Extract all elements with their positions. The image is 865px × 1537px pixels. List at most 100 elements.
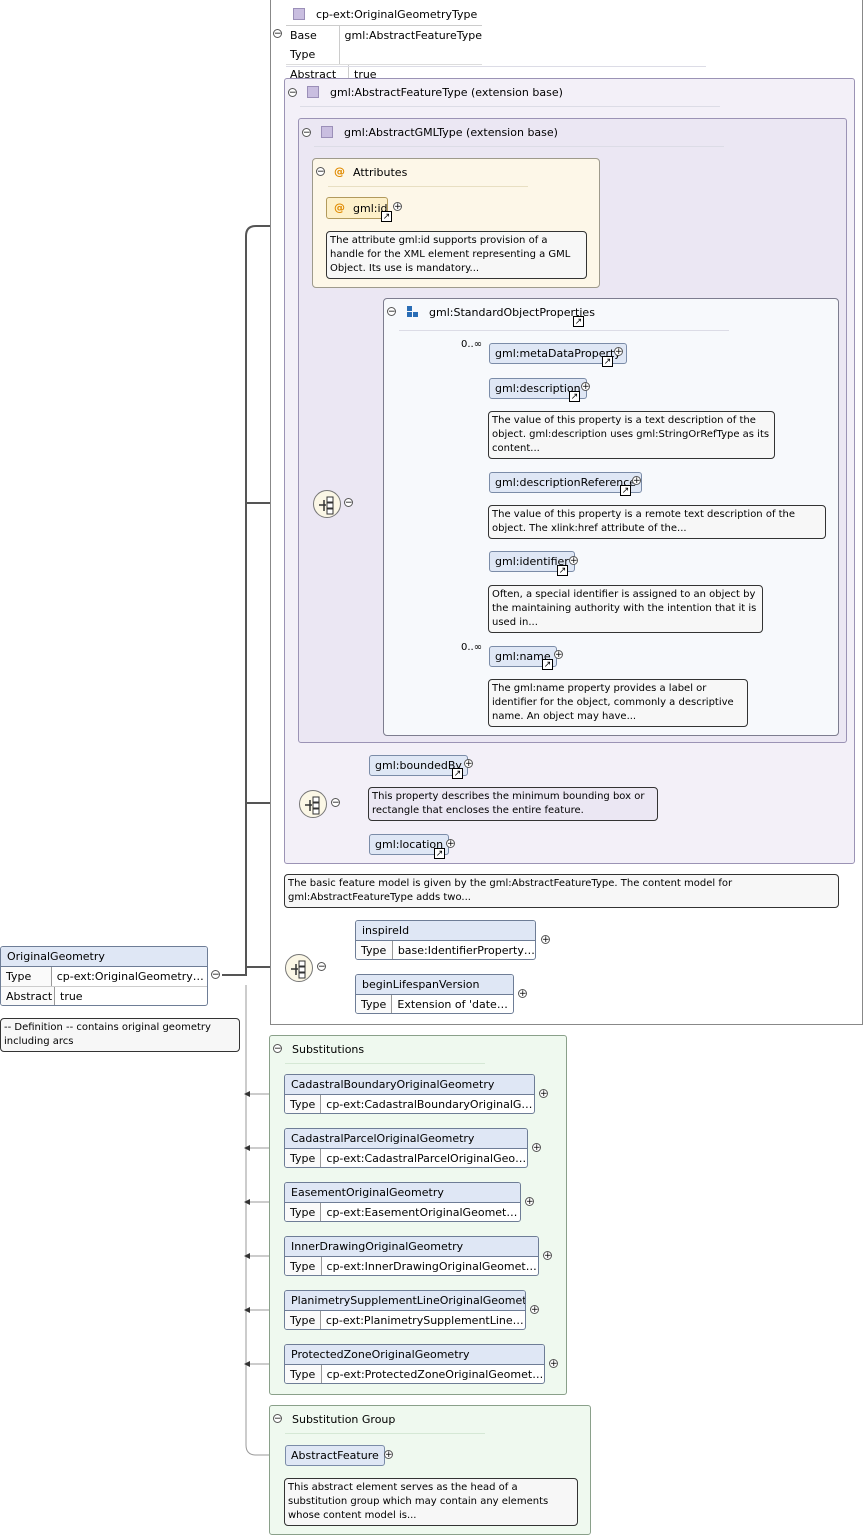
sequence-collapse-button[interactable]: − bbox=[331, 798, 340, 808]
gml-id-label: gml:id bbox=[353, 202, 388, 215]
element-gml-boundedby[interactable]: gml:boundedBy bbox=[369, 755, 468, 776]
gml-id-attribute[interactable]: @ gml:id bbox=[326, 197, 388, 219]
substitution-type-value: cp-ext:CadastralParcelOriginalGeomet ... bbox=[326, 1152, 527, 1165]
boundedby-annotation: This property describes the minimum boun… bbox=[368, 787, 658, 821]
substitution-expand-button[interactable]: + bbox=[549, 1359, 558, 1369]
name-annotation: The gml:name property provides a label o… bbox=[488, 679, 748, 727]
substitution-expand-button[interactable]: + bbox=[543, 1251, 552, 1261]
identifier-jump-icon[interactable]: ↗ bbox=[557, 565, 568, 576]
abstract-feature-type-icon bbox=[307, 86, 319, 98]
element-occurs: 0..∞ bbox=[461, 339, 483, 350]
attributes-title: Attributes bbox=[353, 166, 408, 179]
abstract-gml-type-icon bbox=[321, 126, 333, 138]
complex-type-divider bbox=[286, 66, 706, 67]
gml-id-jump-icon[interactable]: ↗ bbox=[381, 211, 392, 222]
substitution-expand-button[interactable]: + bbox=[539, 1089, 548, 1099]
gml-id-annotation: The attribute gml:id supports provision … bbox=[326, 231, 587, 279]
root-element-collapse-button[interactable]: − bbox=[211, 970, 220, 980]
substitutions-title: Substitutions bbox=[292, 1043, 365, 1056]
substitution-type-value: cp-ext:CadastralBoundaryOriginalGeom ... bbox=[326, 1098, 534, 1111]
element-abstractfeature[interactable]: AbstractFeature bbox=[285, 1445, 385, 1466]
inspireid-name: inspireId bbox=[356, 921, 535, 941]
element-gml-name[interactable]: gml:name bbox=[489, 646, 557, 667]
standard-object-properties-jump-icon[interactable]: ↗ bbox=[573, 316, 584, 327]
substitutions-collapse-button[interactable]: − bbox=[273, 1044, 282, 1054]
beginlifespanversion-name: beginLifespanVersion bbox=[356, 975, 513, 995]
abstractfeature-expand-button[interactable]: + bbox=[384, 1450, 393, 1460]
substitution-expand-button[interactable]: + bbox=[530, 1305, 539, 1315]
root-abstract-key: Abstract bbox=[1, 987, 55, 1005]
complex-type-name: cp-ext:OriginalGeometryType bbox=[316, 8, 478, 21]
substitution-name: ProtectedZoneOriginalGeometry bbox=[285, 1345, 544, 1365]
boundedby-jump-icon[interactable]: ↗ bbox=[452, 768, 463, 779]
substitution-type-key: Type bbox=[285, 1311, 321, 1329]
identifier-annotation: Often, a special identifier is assigned … bbox=[488, 585, 763, 633]
substitution-expand-button[interactable]: + bbox=[532, 1143, 541, 1153]
abstract-gml-type-divider bbox=[314, 146, 724, 147]
element-gml-metadataproperty[interactable]: gml:metaDataProperty bbox=[489, 343, 627, 364]
descriptionreference-expand-button[interactable]: + bbox=[632, 476, 641, 486]
element-gml-descriptionreference[interactable]: gml:descriptionReference bbox=[489, 472, 643, 493]
metadataproperty-expand-button[interactable]: + bbox=[614, 347, 623, 357]
abstract-gml-type-collapse-button[interactable]: − bbox=[302, 128, 311, 138]
sequence-icon[interactable] bbox=[313, 490, 341, 518]
standard-object-properties-divider bbox=[399, 330, 729, 331]
substitution-expand-button[interactable]: + bbox=[525, 1197, 534, 1207]
inspireid-type-value: base:IdentifierPropertyType bbox=[397, 944, 535, 957]
substitution-type-key: Type bbox=[285, 1149, 322, 1167]
complex-type-collapse-button[interactable]: − bbox=[273, 29, 282, 39]
substitution-name: InnerDrawingOriginalGeometry bbox=[285, 1237, 538, 1257]
substitution-item[interactable]: ProtectedZoneOriginalGeometry Type cp-ext… bbox=[284, 1344, 545, 1384]
descriptionreference-jump-icon[interactable]: ↗ bbox=[620, 485, 631, 496]
substitutions-divider bbox=[285, 1063, 485, 1064]
name-expand-button[interactable]: + bbox=[554, 650, 563, 660]
inspireid-expand-button[interactable]: + bbox=[541, 935, 550, 945]
location-jump-icon[interactable]: ↗ bbox=[434, 848, 445, 859]
substitution-item[interactable]: PlanimetrySupplementLineOriginalGeometry… bbox=[284, 1290, 526, 1330]
description-jump-icon[interactable]: ↗ bbox=[569, 391, 580, 402]
substitution-name: CadastralBoundaryOriginalGeometry bbox=[285, 1075, 534, 1095]
sequence-collapse-button[interactable]: − bbox=[317, 962, 326, 972]
substitution-group-divider bbox=[285, 1433, 485, 1434]
sequence-icon[interactable] bbox=[285, 954, 313, 982]
sequence-collapse-button[interactable]: − bbox=[344, 498, 353, 508]
substitution-type-key: Type bbox=[285, 1365, 322, 1383]
substitution-group-collapse-button[interactable]: − bbox=[273, 1414, 282, 1424]
abstract-feature-type-collapse-button[interactable]: − bbox=[288, 88, 297, 98]
attributes-collapse-button[interactable]: − bbox=[316, 167, 325, 177]
description-expand-button[interactable]: + bbox=[581, 382, 590, 392]
boundedby-expand-button[interactable]: + bbox=[464, 759, 473, 769]
beginlifespanversion-expand-button[interactable]: + bbox=[518, 989, 527, 999]
root-element-annotation: -- Definition -- contains original geome… bbox=[0, 1018, 240, 1052]
base-type-value: gml:AbstractFeatureType bbox=[344, 29, 482, 42]
root-type-key: Type bbox=[1, 967, 52, 986]
attributes-divider bbox=[328, 186, 528, 187]
name-jump-icon[interactable]: ↗ bbox=[542, 659, 553, 670]
sequence-icon[interactable] bbox=[299, 790, 327, 818]
element-gml-identifier[interactable]: gml:identifier bbox=[489, 551, 575, 572]
metadataproperty-jump-icon[interactable]: ↗ bbox=[602, 356, 613, 367]
substitution-type-key: Type bbox=[285, 1203, 322, 1221]
standard-object-properties-collapse-button[interactable]: − bbox=[387, 307, 396, 317]
root-element-name: OriginalGeometry bbox=[1, 947, 207, 967]
element-gml-description[interactable]: gml:description bbox=[489, 378, 587, 399]
location-expand-button[interactable]: + bbox=[446, 839, 455, 849]
beginlifespanversion-type-key: Type bbox=[356, 995, 393, 1013]
abstractfeature-annotation: This abstract element serves as the head… bbox=[284, 1478, 578, 1526]
identifier-expand-button[interactable]: + bbox=[569, 556, 578, 566]
descriptionreference-annotation: The value of this property is a remote t… bbox=[488, 505, 826, 539]
substitution-name: PlanimetrySupplementLineOriginalGeometry bbox=[285, 1291, 525, 1311]
gml-id-expand-button[interactable]: + bbox=[393, 202, 402, 212]
element-gml-location[interactable]: gml:location bbox=[369, 834, 450, 855]
group-icon bbox=[407, 306, 419, 318]
